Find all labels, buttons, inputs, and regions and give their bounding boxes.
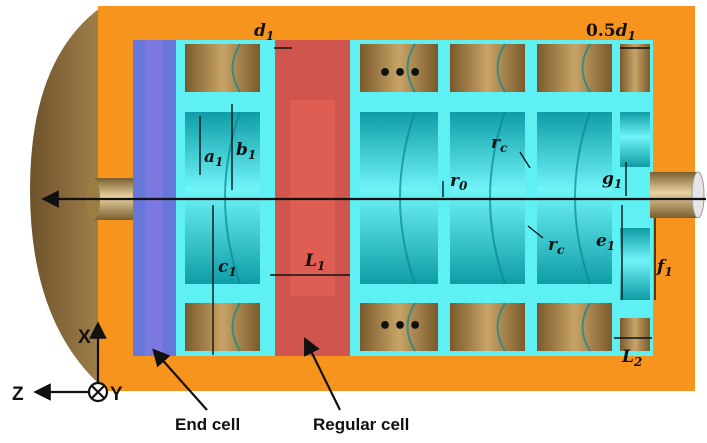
coordinate-axes — [33, 321, 109, 403]
top-coupling-chambers — [185, 44, 650, 92]
label-e1: e1 — [596, 231, 615, 253]
label-half-d1: 0.5d1 — [586, 21, 636, 43]
label-g1: g1 — [602, 169, 622, 191]
axis-label-z: Z — [12, 384, 24, 405]
label-b1: b1 — [236, 140, 256, 162]
label-L1: L1 — [304, 251, 325, 273]
label-f1: f1 — [656, 257, 673, 279]
label-d1: d1 — [254, 21, 274, 43]
axis-label-x: X — [78, 327, 91, 348]
label-r0: r0 — [450, 171, 468, 193]
end-cap — [30, 8, 100, 385]
label-L2: L2 — [621, 347, 642, 369]
label-rc-bottom: rc — [548, 235, 565, 257]
caption-regular-cell: Regular cell — [313, 415, 409, 434]
ellipsis-bottom: ••• — [378, 314, 423, 339]
axis-label-y: Y — [110, 384, 123, 405]
bottom-coupling-chambers — [185, 303, 650, 351]
dimension-lines — [199, 47, 656, 355]
label-rc-top: rc — [491, 133, 508, 155]
leader-lines — [519, 151, 544, 239]
cavity-cells — [185, 112, 650, 300]
caption-end-cell: End cell — [175, 415, 240, 434]
label-c1: c1 — [218, 257, 237, 279]
label-a1: a1 — [204, 147, 223, 169]
ellipsis-top: ••• — [378, 61, 423, 86]
caption-arrows — [152, 337, 341, 411]
